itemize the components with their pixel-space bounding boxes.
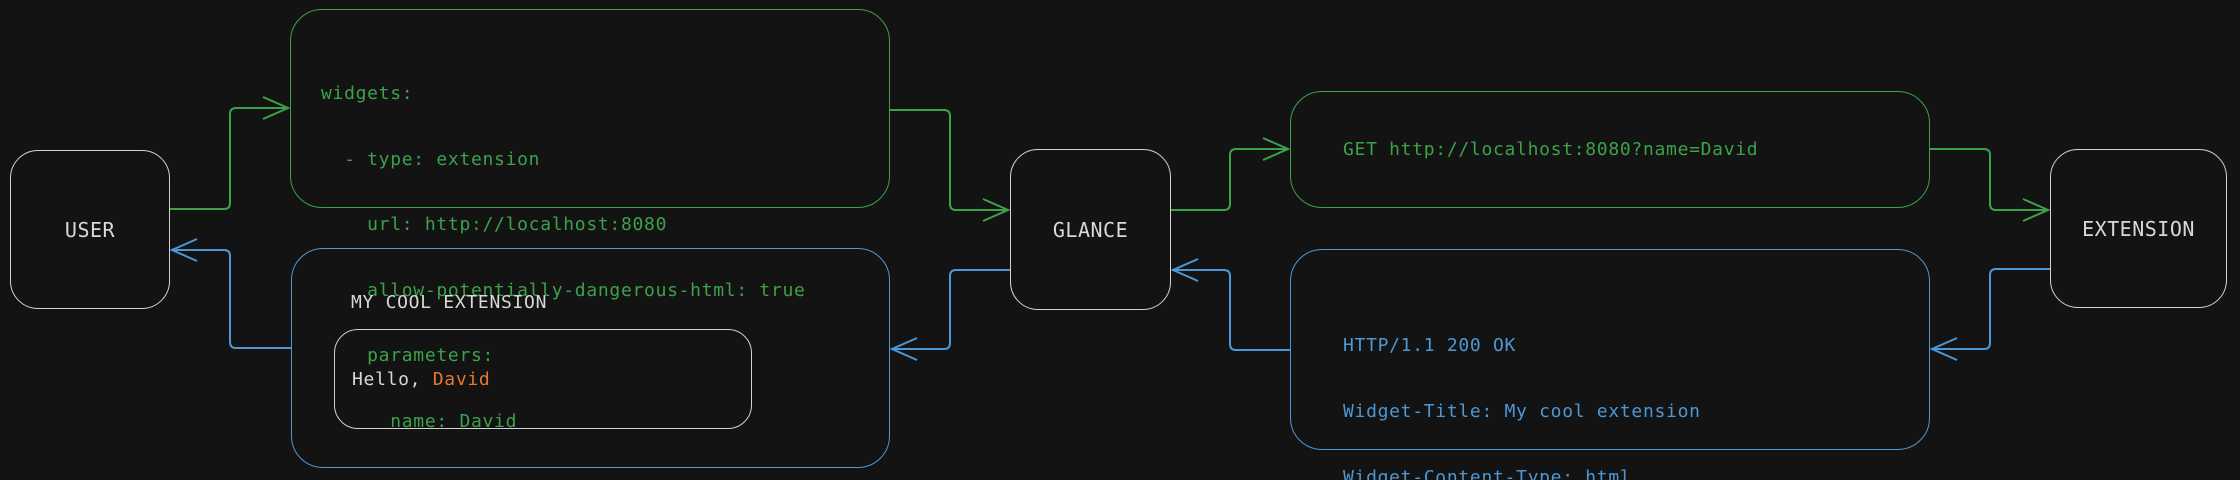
http-response-box: HTTP/1.1 200 OK Widget-Title: My cool ex… <box>1290 249 1930 480</box>
arrow-glance-to-widget <box>892 269 1010 349</box>
user-node: USER <box>10 150 170 309</box>
yaml-config-line: name: David <box>321 410 518 432</box>
arrow-glance-to-request <box>1171 149 1288 211</box>
widget-title: MY COOL EXTENSION <box>351 292 548 313</box>
arrow-response-to-glance <box>1173 270 1290 351</box>
yaml-config-line: - type: extension <box>321 148 541 170</box>
yaml-config-box: widgets: - type: extension url: http://l… <box>290 9 890 432</box>
arrow-user-to-config <box>170 108 288 210</box>
arrow-request-to-extension <box>1930 148 2048 210</box>
arrow-config-to-glance <box>890 109 1008 210</box>
widget-greeting-prefix: Hello, <box>352 368 433 390</box>
glance-node: GLANCE <box>1010 149 1171 310</box>
http-request-line: GET http://localhost:8080?name=David <box>1343 139 1759 160</box>
http-response-line: Widget-Content-Type: html <box>1343 467 1632 480</box>
http-response-line: HTTP/1.1 200 OK <box>1343 335 1517 356</box>
extension-node-label: EXTENSION <box>2082 216 2195 241</box>
widget-content-frame: Hello, David <box>334 329 752 429</box>
yaml-config-line: url: http://localhost:8080 <box>321 214 668 235</box>
arrow-extension-to-response <box>1932 268 2050 349</box>
extension-node: EXTENSION <box>2050 149 2227 308</box>
widget-greeting-name: David <box>432 368 491 390</box>
yaml-config-line: parameters: <box>321 345 495 366</box>
yaml-config-line: widgets: <box>321 83 414 104</box>
rendered-widget-box: MY COOL EXTENSION Hello, David <box>291 248 890 468</box>
http-request-box: GET http://localhost:8080?name=David <box>1290 91 1930 208</box>
yaml-config-line: allow-potentially-dangerous-html: true <box>321 279 806 301</box>
user-node-label: USER <box>64 217 116 242</box>
widget-greeting: Hello, David <box>352 369 490 390</box>
glance-node-label: GLANCE <box>1052 217 1129 242</box>
http-response-line: Widget-Title: My cool extension <box>1343 401 1701 422</box>
arrow-widget-to-user <box>172 250 291 349</box>
